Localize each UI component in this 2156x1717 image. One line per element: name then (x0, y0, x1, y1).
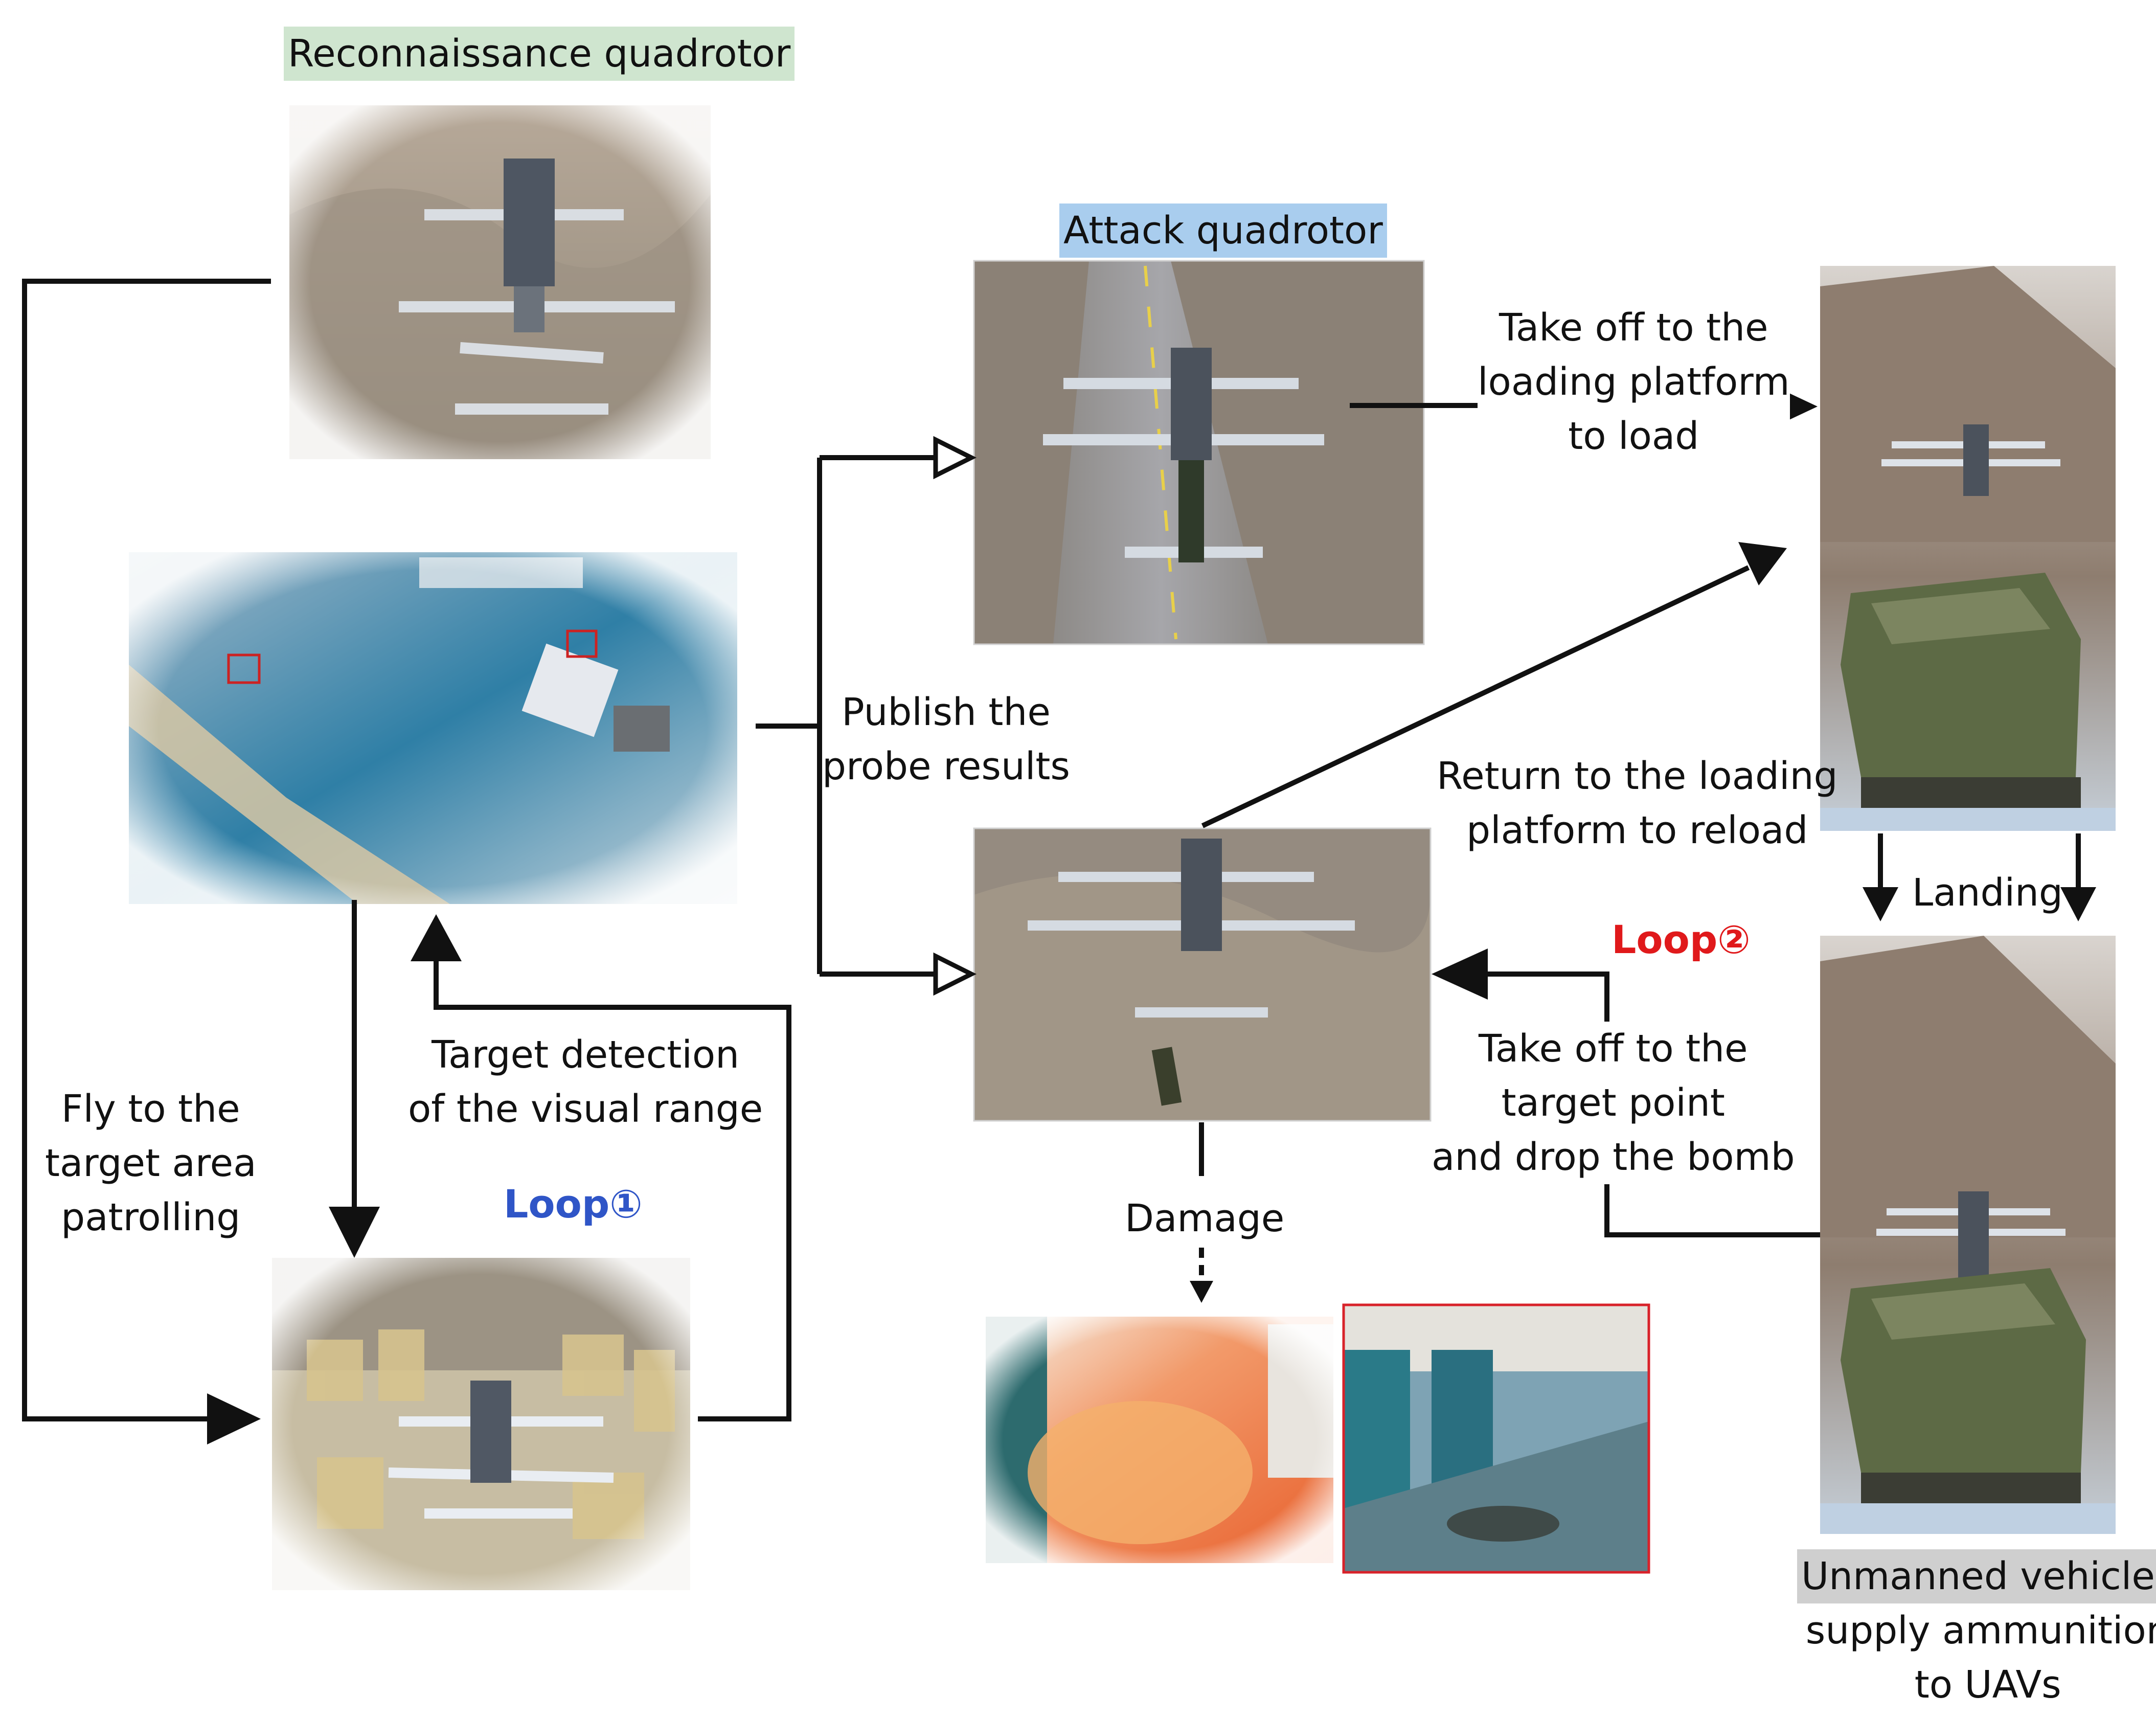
vehicles-label: Unmanned vehicles supply ammunition to U… (1797, 1549, 2156, 1712)
casualty-photo (1342, 1303, 1650, 1574)
attack-label: Attack quadrotor (1059, 204, 1387, 258)
explosion-photo (986, 1317, 1333, 1563)
arrowhead-icon (1190, 1281, 1213, 1303)
arrowhead-icon (1432, 948, 1488, 1000)
loop2-label: Loop② (1612, 917, 1751, 962)
arrowhead-icon (2060, 887, 2096, 921)
loop1-label: Loop① (504, 1181, 643, 1227)
arrowhead-open-icon (933, 436, 977, 480)
recon-label: Reconnaissance quadrotor (284, 27, 795, 81)
patrol-photo (272, 1258, 690, 1590)
damage-label: Damage (1125, 1191, 1285, 1246)
arrowhead-icon (411, 914, 462, 961)
arrowhead-icon (1863, 887, 1898, 921)
takeoff-load-label: Take off to the loading platform to load (1478, 301, 1790, 463)
recon-to-patrol-connector (22, 279, 271, 1421)
recon-photo (289, 105, 711, 459)
fly-patrol-label: Fly to the target area patrolling (45, 1087, 257, 1239)
takeoff-target-label: Take off to the target point and drop th… (1432, 1022, 1795, 1184)
loop1-connector (434, 956, 791, 1421)
target-detection-label: Target detection of the visual range (408, 1028, 763, 1136)
landed-photo (1820, 936, 2116, 1534)
detection-photo (129, 552, 737, 904)
arrowhead-open-icon (933, 952, 977, 996)
arrowhead-icon (207, 1393, 261, 1444)
landing-label: Landing (1912, 871, 2063, 915)
publish-label: Publish the probe results (822, 690, 1070, 788)
arrowhead-icon (329, 1207, 380, 1258)
return-reload-label: Return to the loading platform to reload (1437, 754, 1838, 852)
loading-photo (1820, 266, 2116, 831)
arrowhead-icon (1738, 542, 1787, 585)
return-reload-connector (1201, 565, 1750, 828)
attack-photo (973, 260, 1425, 645)
drop-photo (973, 827, 1432, 1122)
